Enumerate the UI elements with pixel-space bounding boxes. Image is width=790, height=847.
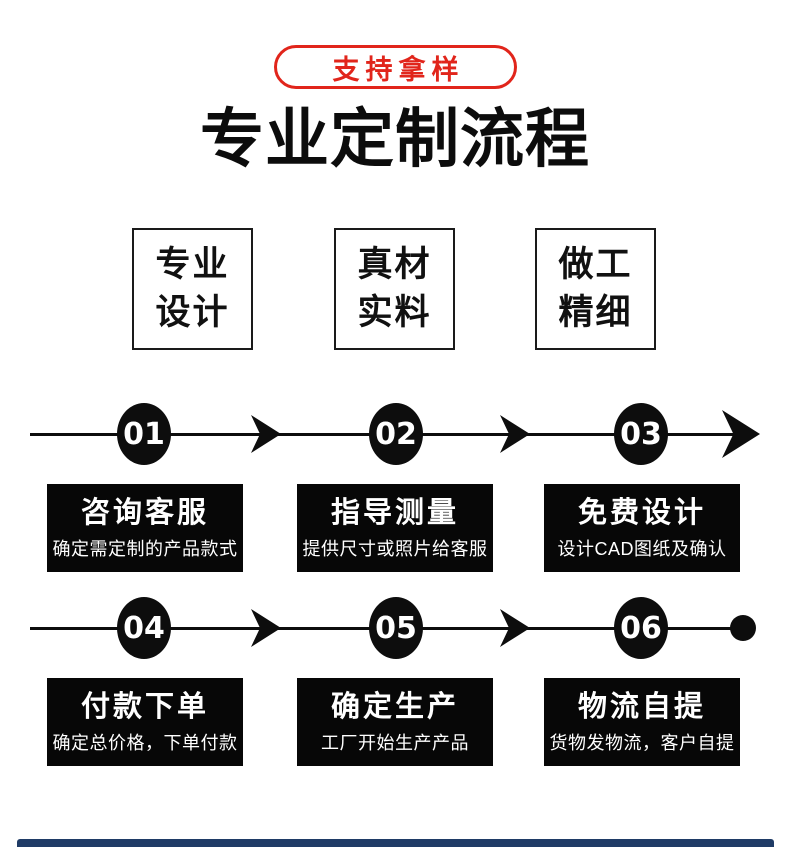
page-title: 专业定制流程 (200, 103, 590, 175)
step-title: 指导测量 (330, 497, 459, 529)
step-box-consult: 咨询客服 确定需定制的产品款式 (47, 484, 243, 572)
step-number: 04 (123, 610, 165, 646)
feature-box-design: 专业 设计 (132, 228, 253, 350)
footer-next-section-bar (17, 839, 774, 847)
step-number: 03 (620, 416, 662, 452)
feature-line: 设计 (155, 293, 230, 332)
feature-line: 实料 (357, 293, 432, 332)
step-desc: 设计CAD图纸及确认 (557, 539, 727, 559)
feature-box-workmanship: 做工 精细 (535, 228, 656, 350)
feature-line: 真材 (357, 245, 432, 284)
step-number-badge-06: 06 (614, 597, 668, 659)
sample-support-badge: 支持拿样 (274, 45, 517, 89)
end-dot-icon (730, 615, 756, 641)
step-title: 确定生产 (330, 691, 459, 723)
feature-line: 精细 (558, 293, 633, 332)
step-number-badge-01: 01 (117, 403, 171, 465)
step-desc: 工厂开始生产产品 (321, 733, 469, 753)
step-desc: 确定需定制的产品款式 (52, 539, 238, 559)
step-number: 02 (375, 416, 417, 452)
step-number: 06 (620, 610, 662, 646)
step-number: 01 (123, 416, 165, 452)
step-number: 05 (375, 610, 417, 646)
step-title: 咨询客服 (80, 497, 209, 529)
step-number-badge-05: 05 (369, 597, 423, 659)
step-number-badge-03: 03 (614, 403, 668, 465)
step-box-payment: 付款下单 确定总价格，下单付款 (47, 678, 243, 766)
step-desc: 提供尺寸或照片给客服 (302, 539, 488, 559)
feature-box-materials: 真材 实料 (334, 228, 455, 350)
step-number-badge-02: 02 (369, 403, 423, 465)
feature-line: 做工 (558, 245, 633, 284)
step-number-badge-04: 04 (117, 597, 171, 659)
step-title: 付款下单 (80, 691, 209, 723)
step-box-production: 确定生产 工厂开始生产产品 (297, 678, 493, 766)
sample-support-label: 支持拿样 (332, 54, 465, 85)
step-box-measure: 指导测量 提供尺寸或照片给客服 (297, 484, 493, 572)
step-title: 免费设计 (577, 497, 706, 529)
step-box-logistics: 物流自提 货物发物流，客户自提 (544, 678, 740, 766)
feature-line: 专业 (155, 245, 230, 284)
step-box-free-design: 免费设计 设计CAD图纸及确认 (544, 484, 740, 572)
step-title: 物流自提 (577, 691, 706, 723)
step-desc: 货物发物流，客户自提 (549, 733, 735, 753)
step-desc: 确定总价格，下单付款 (52, 733, 238, 753)
